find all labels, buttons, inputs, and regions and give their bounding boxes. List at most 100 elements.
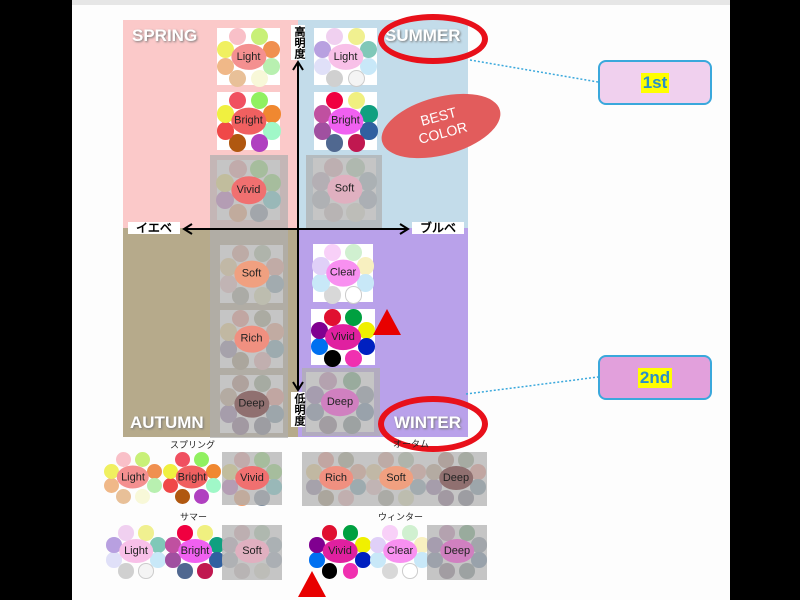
tile-label: Soft [233, 260, 270, 288]
color-swatch [150, 552, 166, 568]
color-swatch [309, 552, 325, 568]
caption-autumn: オータム [393, 440, 430, 450]
arrow-up-icon [292, 60, 304, 71]
tile-label: Deep [233, 390, 270, 418]
color-swatch [326, 134, 344, 152]
color-swatch [104, 478, 120, 493]
color-swatch [163, 463, 179, 479]
color-swatch [163, 478, 179, 493]
color-swatch [382, 525, 398, 541]
autumn-label: AUTUMN [130, 413, 204, 432]
color-swatch [197, 562, 213, 579]
tile-label: Clear [326, 259, 360, 287]
color-swatch [342, 562, 359, 579]
tile-summer-bright: Bright [313, 92, 378, 152]
cool-base-label: ブルベ [412, 222, 464, 234]
color-swatch [165, 552, 181, 568]
color-swatch [402, 562, 418, 579]
caption-summer: サマー [180, 513, 208, 523]
color-swatch [382, 562, 398, 579]
color-swatch [263, 105, 281, 123]
tile-spring-bright: Bright [216, 92, 281, 152]
tile-label: Deep [320, 388, 360, 416]
legend-spring-bright: Bright [163, 452, 221, 504]
color-swatch [312, 274, 330, 292]
color-swatch [229, 28, 247, 46]
color-swatch [356, 257, 374, 275]
color-swatch [310, 338, 328, 355]
color-swatch [118, 562, 134, 579]
tile-label: Soft [235, 539, 269, 563]
triangle-marker [373, 309, 401, 335]
color-swatch [135, 488, 151, 504]
color-swatch [229, 92, 247, 110]
rank-second-text: 2nd [637, 367, 673, 388]
color-swatch [104, 463, 120, 479]
caption-spring: スプリング [170, 441, 216, 451]
tile-label: Light [119, 539, 153, 563]
arrow-down-icon [292, 381, 304, 392]
low-brightness-label: 低明度 [291, 392, 306, 427]
color-swatch [345, 309, 363, 326]
legend-spring-light: Light [104, 452, 162, 504]
color-swatch [342, 525, 359, 541]
arrow-right-icon [399, 223, 410, 235]
triangle-marker [298, 571, 326, 597]
color-swatch [229, 134, 247, 152]
color-swatch [402, 525, 418, 541]
color-swatch [209, 536, 225, 553]
color-swatch [177, 525, 193, 541]
color-swatch [326, 28, 344, 46]
color-swatch [115, 452, 131, 467]
color-swatch [324, 244, 342, 262]
rank-first-box: 1st [598, 60, 712, 105]
color-swatch [323, 349, 341, 367]
color-swatch [345, 349, 363, 367]
color-swatch [263, 41, 281, 59]
winter-highlight-ring [378, 396, 488, 452]
color-swatch [358, 321, 376, 339]
color-swatch [313, 122, 331, 140]
color-swatch [115, 488, 131, 504]
rank-second-box: 2nd [598, 355, 712, 400]
color-swatch [250, 92, 268, 110]
color-swatch [146, 478, 162, 493]
tile-label: Bright [327, 107, 364, 135]
color-swatch [309, 536, 325, 553]
color-swatch [209, 552, 225, 568]
connector-2nd [465, 376, 599, 395]
tile-label: Bright [230, 107, 267, 135]
rank-first-text: 1st [640, 72, 670, 93]
color-swatch [250, 28, 268, 46]
color-swatch [360, 105, 378, 123]
color-swatch [165, 536, 181, 553]
tile-label: Light [327, 43, 364, 70]
tile-winter-vivid: Vivid [310, 309, 376, 367]
tile-label: Rich [233, 325, 270, 353]
color-swatch [326, 92, 344, 110]
color-swatch [370, 536, 386, 553]
tile-label: Vivid [235, 466, 269, 490]
color-swatch [360, 122, 378, 140]
color-swatch [414, 552, 430, 568]
color-swatch [205, 478, 221, 493]
color-swatch [250, 134, 268, 152]
color-swatch [146, 463, 162, 479]
color-swatch [347, 28, 365, 46]
color-swatch [312, 257, 330, 275]
legend-summer-light: Light [106, 525, 166, 579]
high-brightness-label: 高明度 [291, 25, 306, 60]
tile-label: Deep [439, 466, 473, 490]
color-swatch [216, 105, 234, 123]
color-swatch [344, 244, 362, 262]
color-swatch [216, 57, 234, 75]
tile-spring-light: Light [216, 28, 281, 87]
color-swatch [138, 525, 154, 541]
tile-label: Clear [383, 539, 417, 563]
color-swatch [197, 525, 213, 541]
color-swatch [135, 452, 151, 467]
top-strip [72, 0, 730, 5]
connector-1st [469, 59, 599, 83]
tile-label: Vivid [325, 324, 361, 350]
color-swatch [313, 41, 331, 59]
